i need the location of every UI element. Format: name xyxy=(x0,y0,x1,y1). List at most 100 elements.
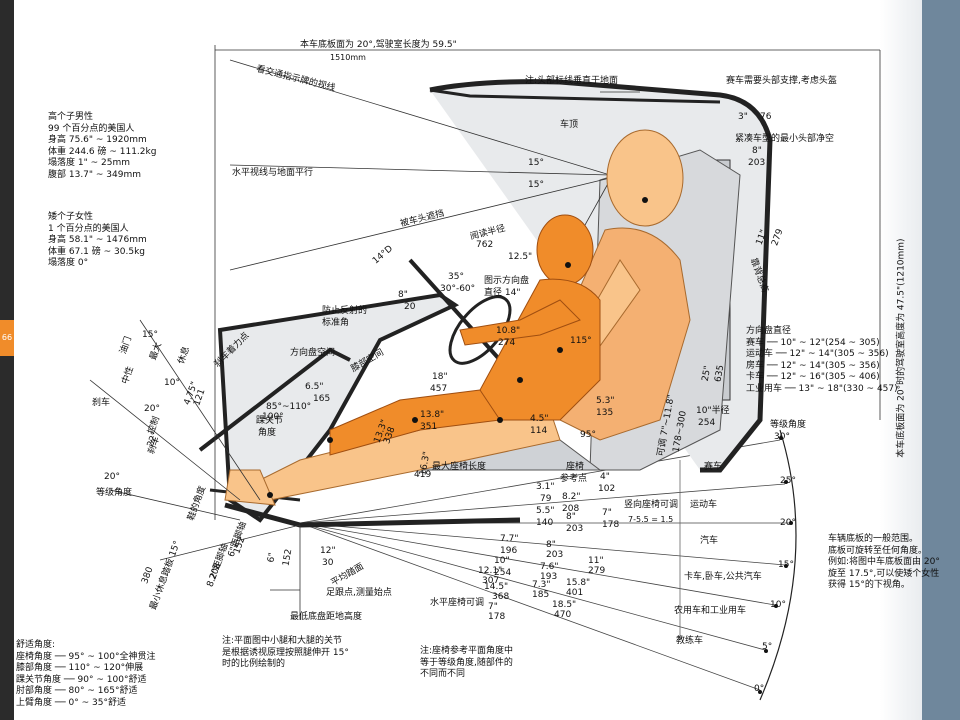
h-dim-2b: 203 xyxy=(546,550,564,560)
dim-6-5: 6.5" xyxy=(305,382,324,392)
female-head xyxy=(536,214,594,286)
h-dim-7b: 185 xyxy=(532,590,550,600)
dim-274: 274 xyxy=(498,338,516,348)
dim-20-wheel: 20 xyxy=(404,302,416,312)
ankle-angle-label: 踝关节 xyxy=(256,416,284,426)
female-spec: 矮个子女性 1 个百分点的美国人 身高 58.1" ~ 1476mm 体重 67… xyxy=(48,212,147,270)
male-line-3: 体重 244.6 磅 ~ 111.2kg xyxy=(48,146,157,157)
dim-76: 76 xyxy=(760,112,772,122)
reflect-label: 防止反射的 xyxy=(322,306,368,316)
dim-3-1: 3.1" xyxy=(536,482,555,492)
steering-sport: 运动车 ── 12" ~ 14"(305 ~ 356) xyxy=(746,349,889,359)
dim-8in: 8" xyxy=(752,146,762,156)
floor-range-line-5: 获得 15°的下视角。 xyxy=(828,580,910,590)
floor-range-line-4: 旋至 17.5°,可以使矮个女性 xyxy=(828,568,940,579)
female-line-4: 塌落度 0° xyxy=(48,258,89,268)
grade-dot-20 xyxy=(789,521,793,525)
dim-4-5: 4.5" xyxy=(530,414,549,424)
dim-12-5: 12.5" xyxy=(508,252,533,262)
page-number-tab: 66 xyxy=(0,320,14,356)
wheel-diameter-label: 直径 14" xyxy=(484,288,521,298)
comfort-line-2: 膝部角度 ── 110° ~ 120°伸展 xyxy=(16,663,144,673)
dim-5-5: 5.5" xyxy=(536,506,555,516)
grade-30: 30° xyxy=(774,432,790,442)
grade-farm: 农用车和工业用车 xyxy=(674,606,747,616)
wheel-space-label: 方向盘空间 xyxy=(290,348,336,358)
dim-10-radius: 10"半径 xyxy=(696,406,730,416)
level-angle-label: 等级角度 xyxy=(96,488,133,498)
grade-dot-30 xyxy=(779,436,783,440)
h-dim-11b: 178 xyxy=(488,612,506,622)
ergonomics-drawing xyxy=(89,45,881,701)
h-dim-6b: 307 xyxy=(482,576,500,586)
knee-range-label: 85°~110° xyxy=(266,402,312,412)
h-dim-8: 14.5" xyxy=(484,582,509,592)
grade-dot-25 xyxy=(784,480,788,484)
dim-5-3: 5.3" xyxy=(596,396,615,406)
h-dim-6: 12.1" xyxy=(478,566,503,576)
race-head-note: 赛车需要头部支撑,考虑头盔 xyxy=(726,76,837,86)
footnote-legs-1: 注:平面图中小腿和大腿的关节 xyxy=(222,636,343,646)
seat-ref-label-2: 参考点 xyxy=(560,474,588,484)
dim-203-seat: 203 xyxy=(566,524,584,534)
page-number: 66 xyxy=(1,333,13,342)
dim-35deg: 35° xyxy=(448,272,464,282)
level-angle-title: 等级角度 xyxy=(770,420,807,430)
dim-79: 79 xyxy=(540,494,552,504)
male-line-1: 99 个百分点的美国人 xyxy=(48,123,135,134)
h-dim-5: 11" xyxy=(588,556,604,566)
dim-30-60deg: 30°-60° xyxy=(440,284,476,294)
grade-dot-10 xyxy=(774,604,778,608)
h-dim-10: 18.5" xyxy=(552,600,577,610)
footnote-seat-3: 不同而不同 xyxy=(420,669,466,679)
dim-115deg: 115° xyxy=(570,336,592,346)
h-dim-9: 15.8" xyxy=(566,578,591,588)
pedal-angle-10: 10° xyxy=(164,378,180,388)
dim-7-seat: 7" xyxy=(602,508,612,518)
seat-ref-label: 座椅 xyxy=(566,462,585,472)
steering-truck: 卡车 ── 12" ~ 16"(305 ~ 406) xyxy=(746,372,880,382)
pedal-guides xyxy=(89,319,301,620)
female-line-3: 体重 67.1 磅 ~ 30.5kg xyxy=(48,246,145,257)
h-dim-1: 7.7" xyxy=(500,534,519,544)
steering-industrial: 工业用车 ── 13" ~ 18"(330 ~ 457) xyxy=(746,383,898,394)
footnote-seat: 注:座椅参考平面角度中 等于等级角度,随部件的 不同而不同 xyxy=(420,646,513,681)
grade-trainer: 教练车 xyxy=(676,636,704,646)
dim-140: 140 xyxy=(536,518,554,528)
grade-10: 10° xyxy=(770,600,786,610)
dim-102: 102 xyxy=(598,484,616,494)
h-dim-2: 8" xyxy=(546,540,556,550)
angle-15-upper: 15° xyxy=(528,158,544,168)
dim-30: 30 xyxy=(322,558,334,568)
cabin-height-label: 本车底板面为 20°时的驾驶室高度为 47.5"(1210mm) xyxy=(896,238,907,458)
dim-254: 254 xyxy=(698,418,716,428)
max-seat-length: 最大座椅长度 xyxy=(432,462,487,472)
dim-95deg: 95° xyxy=(580,430,596,440)
grade-race: 赛车 xyxy=(704,462,723,472)
h-dim-3: 10" xyxy=(494,556,510,566)
dim-351: 351 xyxy=(420,422,438,432)
h-dim-7: 7.3" xyxy=(532,580,551,590)
heel-point-label: 足跟点,测量始点 xyxy=(326,588,392,598)
dim-3in: 3" xyxy=(738,112,748,122)
footnote-legs-3: 时的比例绘制的 xyxy=(222,659,286,669)
roof-label: 车顶 xyxy=(560,120,579,130)
male-line-5: 腹部 13.7" ~ 349mm xyxy=(48,169,142,180)
comfort-line-1: 座椅角度 ── 95° ~ 100°全神贯注 xyxy=(16,651,156,662)
female-arm xyxy=(459,299,581,346)
grade-truck-bus: 卡车,卧车,公共汽车 xyxy=(684,572,762,582)
grade-5: 5° xyxy=(762,642,773,652)
horizontal-adjust-label: 水平座椅可调 xyxy=(430,598,485,608)
male-line-4: 塌落度 1" ~ 25mm xyxy=(48,158,130,168)
h-dim-4b: 193 xyxy=(540,572,558,582)
grade-angle-dots xyxy=(758,436,793,694)
right-side-panel xyxy=(922,0,960,720)
male-line-2: 身高 75.6" ~ 1920mm xyxy=(48,135,147,145)
grade-dot-5 xyxy=(764,649,768,653)
dim-208-seat: 208 xyxy=(562,504,580,514)
min-head-clearance-label: 紧凑车型的最小头部净空 xyxy=(735,134,835,144)
comfort-line-5: 上臂角度 ── 0° ~ 35°舒适 xyxy=(16,697,126,708)
comfort-line-3: 踝关节角度 ── 90° ~ 100°舒适 xyxy=(16,674,147,685)
brake-label: 刹车 xyxy=(92,398,111,408)
female-title: 矮个子女性 xyxy=(48,212,94,222)
